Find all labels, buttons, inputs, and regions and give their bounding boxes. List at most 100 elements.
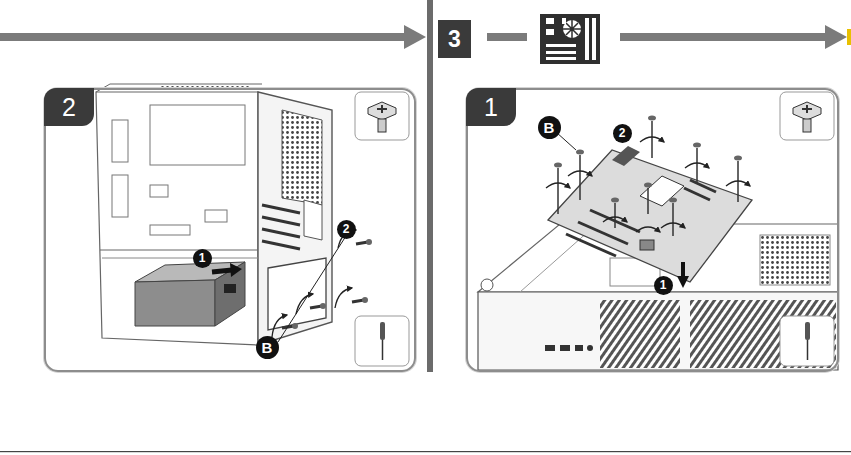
case-tray: [96, 92, 258, 345]
step-panel: 1: [466, 88, 839, 372]
screw-path: [672, 203, 674, 236]
psu-socket: [224, 284, 236, 293]
screwdriver-icon-frame: [780, 316, 834, 366]
turn-arrow: [726, 181, 750, 186]
step-divider: [427, 0, 433, 372]
turn-arrow: [272, 315, 287, 337]
screw-icon-thread: [803, 119, 811, 132]
screw-icon-frame: [780, 92, 834, 140]
turn-arrow: [335, 288, 352, 308]
callout-number: 2: [337, 220, 356, 239]
cpu-socket: [640, 176, 684, 206]
tray-hole: [150, 185, 168, 197]
turn-arrow: [546, 183, 570, 188]
screw-icon-frame: [355, 92, 409, 140]
callout-number: 1: [193, 249, 212, 268]
screw-icon-cross: [802, 105, 812, 113]
motherboard: [548, 150, 752, 282]
psu-opening: [268, 258, 326, 330]
flow-arrow: [0, 33, 410, 41]
expansion-slot: [262, 229, 300, 237]
screwdriver-shaft: [807, 340, 809, 360]
io-cover: [304, 200, 322, 240]
ram-slot-icon: [592, 18, 596, 60]
turn-arrow: [568, 171, 592, 176]
expansion-slot: [262, 241, 300, 249]
front-port: [575, 345, 583, 351]
callout-number: 1: [654, 276, 673, 295]
turn-arrow: [603, 217, 627, 222]
turn-arrow: [636, 227, 660, 232]
psu-shroud-edge: [102, 258, 258, 259]
ram-slot-icon: [585, 18, 589, 60]
chipset: [640, 240, 654, 250]
screw-icon-thread: [378, 119, 386, 132]
screw-head: [669, 198, 677, 203]
turn-arrow: [685, 163, 709, 168]
screw-icon-cross: [377, 105, 387, 113]
screw-head: [611, 198, 619, 203]
io-shield: [612, 146, 640, 166]
case-foot: [481, 279, 493, 291]
insert-arrow-head: [230, 263, 242, 277]
ram-slot: [690, 180, 716, 192]
screw-head: [292, 323, 298, 329]
expansion-slot: [262, 205, 300, 213]
slot-icon: [546, 57, 576, 60]
screwdriver-icon-frame: [355, 316, 409, 366]
tray-hole: [205, 210, 227, 222]
front-mesh: [600, 300, 680, 368]
insert-arrow-head: [677, 276, 689, 288]
flow-arrow-head: [825, 25, 847, 49]
cpu-cutout: [150, 105, 245, 165]
next-step-mark: [847, 29, 851, 45]
screw-path: [651, 121, 653, 158]
screw-head: [576, 150, 584, 155]
psu-front: [135, 280, 215, 326]
screwdriver-handle: [380, 322, 385, 340]
ram-slot: [684, 188, 710, 200]
page-rule: [0, 451, 851, 452]
step-number: 2: [44, 88, 94, 126]
turn-arrow: [661, 223, 685, 228]
pcie-slot: [566, 234, 616, 256]
front-port: [560, 345, 570, 351]
screw-head: [554, 163, 562, 168]
screwdriver-handle: [805, 322, 810, 340]
chip-icon: [546, 29, 554, 35]
insert-arrow: [681, 262, 685, 278]
turn-arrow: [296, 294, 313, 314]
case-rear-panel: [258, 92, 332, 345]
insert-arrow: [212, 270, 232, 272]
cable-cutout: [112, 175, 128, 217]
screw-head: [693, 143, 701, 148]
step-number: 1: [466, 88, 516, 126]
screw-path: [614, 203, 616, 228]
screw-group: [546, 116, 750, 237]
side-vent: [760, 235, 830, 285]
screw-head: [362, 297, 368, 303]
case-edge: [110, 84, 262, 85]
screw-path: [579, 155, 581, 200]
rear-fan-grill: [282, 110, 322, 205]
turn-arrow: [640, 137, 664, 142]
psu-shroud-edge: [100, 250, 258, 251]
screw-path: [647, 188, 649, 214]
callout-number: B: [256, 336, 279, 359]
slot-icon: [546, 51, 576, 54]
front-mesh: [690, 300, 836, 368]
leader-line: [278, 236, 346, 342]
front-port: [545, 345, 555, 351]
screwdriver-shaft: [382, 340, 384, 360]
screw-icon-head: [368, 102, 396, 120]
chip-icon: [546, 18, 554, 24]
screw-head: [734, 156, 742, 161]
motherboard-icon: [540, 14, 600, 64]
slot-icon: [546, 44, 576, 47]
leader-line: [556, 132, 576, 150]
callout-number: 2: [613, 124, 632, 143]
step-panel: 2: [44, 88, 416, 372]
expansion-slot: [262, 217, 300, 225]
